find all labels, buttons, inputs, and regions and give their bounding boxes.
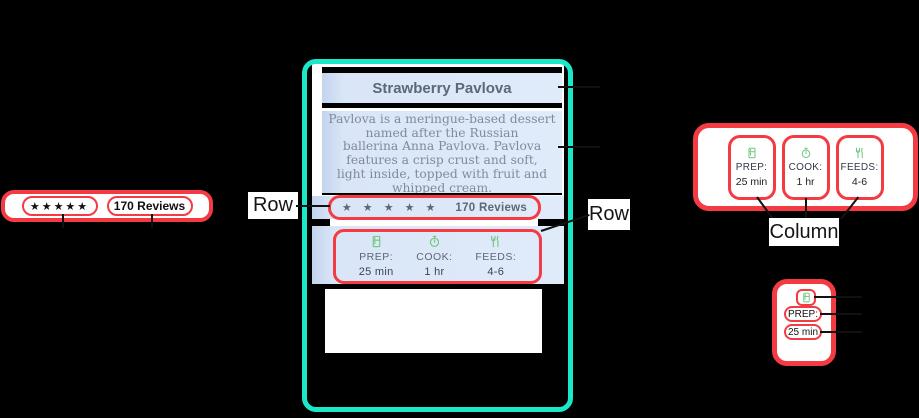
stars-rating: ★ ★ ★ ★ ★	[341, 202, 440, 214]
stat-value: 4-6	[851, 175, 868, 188]
spacer-bar	[322, 103, 562, 108]
restaurant-icon	[491, 235, 499, 248]
prep-value-box: 25 min	[784, 324, 822, 340]
prep-stat: PREP: 25 min	[359, 235, 394, 278]
stat-value: 1 hr	[424, 266, 445, 278]
spacer-bar	[312, 284, 564, 289]
spacer-bar	[312, 219, 330, 226]
feeds-stat: FEEDS: 4-6	[475, 235, 516, 278]
stat-label: COOK:	[416, 251, 453, 263]
row-caption-left: Row	[248, 192, 298, 219]
column-caption-text: Column	[769, 220, 839, 243]
stat-label: PREP:	[735, 161, 768, 173]
card-frame	[302, 59, 573, 412]
spacer-bar	[322, 193, 562, 195]
recipe-title: Strawberry Pavlova	[322, 73, 562, 103]
leader-line	[820, 313, 862, 315]
prep-icon-box	[796, 289, 816, 306]
timer-icon	[429, 235, 440, 247]
stat-value: 25 min	[358, 266, 394, 278]
prep-label-box: PREP:	[784, 306, 822, 322]
stat-label: FEEDS:	[475, 251, 517, 263]
leader-line	[820, 331, 862, 333]
leader-line	[151, 214, 153, 228]
stat-value: 25 min	[735, 175, 768, 188]
rating-row-highlight: ★★★★★ 170 Reviews	[1, 190, 213, 222]
prep-column-box: PREP: 25 min	[727, 134, 776, 200]
leader-line	[558, 86, 600, 88]
recipe-image-placeholder	[325, 289, 542, 353]
leader-line	[814, 296, 862, 298]
kitchen-icon	[748, 147, 755, 158]
kitchen-icon	[372, 235, 380, 248]
prep-column-highlight	[772, 279, 836, 366]
recipe-description: Pavlova is a meringue-based dessert name…	[322, 111, 562, 194]
reviews-label: 170 Reviews	[113, 199, 186, 213]
feeds-column-box: FEEDS: 4-6	[835, 134, 884, 200]
spacer-bar	[322, 67, 562, 73]
rating-row-highlight-in-card: ★ ★ ★ ★ ★ 170 Reviews	[328, 195, 541, 220]
stat-value: 4-6	[487, 266, 505, 278]
stat-label: COOK:	[788, 161, 823, 173]
recipe-title-text: Strawberry Pavlova	[372, 79, 512, 97]
stars-box: ★★★★★	[21, 196, 98, 216]
reviews-label: 170 Reviews	[455, 201, 528, 214]
timer-icon	[801, 147, 810, 158]
leader-line	[805, 198, 807, 220]
row-caption-right: Row	[588, 199, 630, 230]
restaurant-icon	[855, 147, 863, 158]
leader-line	[558, 146, 600, 148]
kitchen-icon	[802, 292, 810, 303]
row-caption-text: Row	[588, 203, 629, 225]
column-highlight: PREP: 25 min COOK: 1 hr FEEDS: 4-6	[693, 123, 918, 211]
leader-line	[62, 214, 64, 228]
leader-line	[296, 205, 330, 207]
stat-label: PREP:	[359, 251, 394, 263]
rating-row-section	[312, 196, 564, 219]
reviews-box: 170 Reviews	[106, 196, 193, 216]
cook-column-box: COOK: 1 hr	[781, 134, 830, 200]
stars-rating: ★★★★★	[29, 201, 90, 213]
row-caption-text: Row	[252, 194, 293, 216]
spacer-bar	[538, 219, 564, 226]
stats-row-section	[312, 226, 564, 284]
column-caption: Column	[769, 218, 839, 246]
stat-label: PREP:	[787, 308, 818, 320]
stat-label: FEEDS:	[840, 161, 879, 173]
cook-stat: COOK: 1 hr	[416, 235, 452, 278]
stats-row-highlight-in-card: PREP: 25 min COOK: 1 hr FEEDS: 4-6	[333, 229, 542, 284]
stat-value: 1 hr	[796, 175, 815, 188]
stat-value: 25 min	[787, 326, 818, 338]
